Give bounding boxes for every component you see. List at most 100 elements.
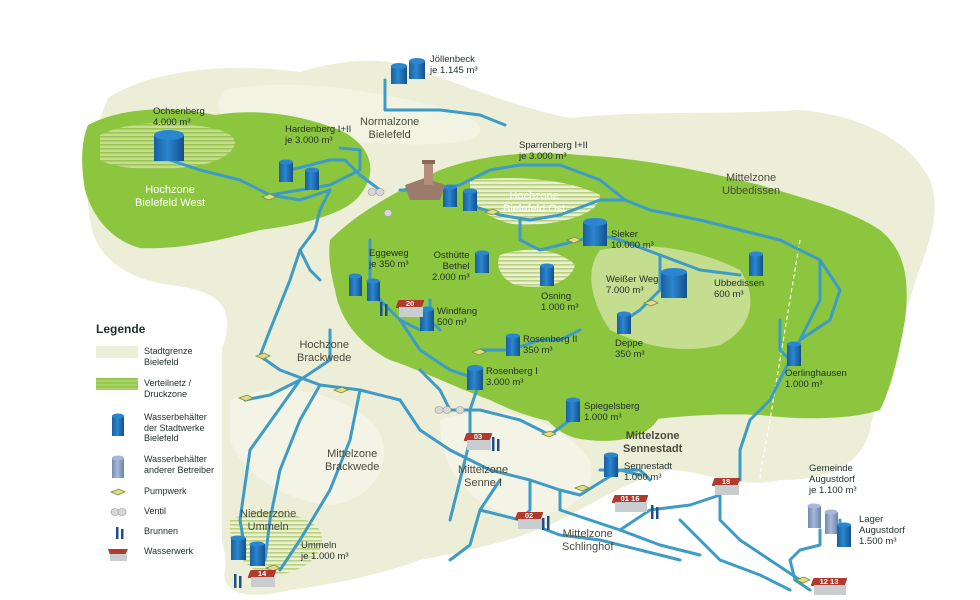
zone-mittelzone-sennestadt: Mittelzone Sennestadt xyxy=(623,430,683,455)
legend-title: Legende xyxy=(96,322,146,336)
label-hardenberg: Hardenberg I+II je 3.000 m³ xyxy=(285,124,352,146)
legend-item-reservoir: Wasserbehälter der Stadtwerke Bielefeld xyxy=(96,412,222,448)
legend-item-stadtgrenze: Stadtgrenze Bielefeld xyxy=(96,346,222,370)
label-augustdorf: Gemeinde Augustdorf je 1.100 m³ xyxy=(809,463,857,496)
reservoir-weisser-weg xyxy=(661,268,687,298)
label-deppe: Deppe 350 m³ xyxy=(615,338,645,360)
waterworks-icon xyxy=(108,549,128,561)
druckzonen xyxy=(82,109,907,575)
reservoir-rosenberg2 xyxy=(506,333,520,356)
label-osning: Osning 1.000 m³ xyxy=(541,291,579,313)
waterworks-01-16: 01 16 xyxy=(611,494,649,512)
pump-icon xyxy=(254,352,271,360)
zone-hochzone-west: Hochzone Bielefeld West xyxy=(135,184,206,209)
waterworks-03: 03 xyxy=(463,432,493,450)
waterworks-20: 20 xyxy=(395,299,425,317)
legend-item-pumpwerk: Pumpwerk xyxy=(96,486,222,502)
pump-icon xyxy=(237,394,254,402)
well-icon xyxy=(380,302,388,316)
label-oerlinghausen: Oerlinghausen 1.000 m³ xyxy=(785,368,847,390)
legend-item-wasserwerk: Wasserwerk xyxy=(96,546,222,564)
valve-icon xyxy=(434,406,452,414)
waterworks-02: 02 xyxy=(514,511,544,529)
reservoir-augustdorf xyxy=(807,503,838,534)
well-icon xyxy=(492,437,500,451)
label-sennestadt: Sennestadt 1.000 m³ xyxy=(624,461,673,483)
pump-icon xyxy=(642,299,659,307)
well-icon xyxy=(116,527,124,539)
label-ochsenberg: Ochsenberg 4.000 m³ xyxy=(153,106,205,128)
reservoir-ubbedissen xyxy=(749,251,763,276)
reservoir-ochsenberg xyxy=(154,130,184,161)
label-weisser-weg: Weißer Weg 7.000 m³ xyxy=(606,274,659,296)
pump-icon xyxy=(794,576,811,584)
legend-item-verteilnetz: Verteilnetz / Druckzone xyxy=(96,378,222,402)
label-joellenbeck: Jöllenbeck je 1.145 m³ xyxy=(430,54,478,76)
label-windfang: Windfang 500 m³ xyxy=(437,306,478,328)
pump-icon xyxy=(260,193,277,201)
valve-icon xyxy=(383,209,393,217)
zone-niederzone-ummeln: Niederzone Ummeln xyxy=(240,508,297,533)
label-osthuette: Osthütte Bethel 2.000 m³ xyxy=(432,250,470,283)
label-ubbedissen: Ubbedissen 600 m³ xyxy=(714,278,765,300)
pump-icon xyxy=(573,484,590,492)
label-sieker: Sieker 10.000 m³ xyxy=(611,229,654,251)
zone-mittelzone-senne: Mittelzone Senne I xyxy=(458,464,509,489)
reservoirs xyxy=(154,58,851,566)
sparrenburg-icon xyxy=(405,160,445,200)
zone-mittelzone-schlinghof: Mittelzone Schlinghof xyxy=(562,528,614,553)
pump-icon xyxy=(332,386,349,394)
well-icon xyxy=(542,516,550,530)
waterworks-12-13: 12 13 xyxy=(810,577,848,595)
reservoir-ummeln xyxy=(230,535,265,566)
brunnen xyxy=(234,302,659,588)
reservoir-sieker xyxy=(583,218,607,246)
reservoir-osning xyxy=(540,263,554,286)
zone-hochzone-brackwede: Hochzone Brackwede xyxy=(297,339,352,364)
label-lager-augustdorf: Lager Augustdorf 1.500 m³ xyxy=(859,514,905,547)
zone-mittelzone-ubbedissen: Mittelzone Ubbedissen xyxy=(722,172,781,197)
pumpwerke xyxy=(237,193,811,584)
reservoir-lager-augustdorf xyxy=(837,522,851,547)
reservoir-sparrenberg xyxy=(443,184,477,211)
pump-icon xyxy=(470,348,487,356)
reservoir-eggeweg xyxy=(348,273,380,301)
label-sparrenberg: Sparrenberg I+II je 3.000 m³ xyxy=(519,140,588,162)
label-rosenberg1: Rosenberg I 3.000 m³ xyxy=(486,366,538,388)
pump-icon xyxy=(540,430,557,438)
reservoir-sennestadt xyxy=(604,452,618,477)
zone-normalzone: Normalzone Bielefeld xyxy=(360,116,420,141)
valve-icon xyxy=(455,406,465,414)
legend-item-brunnen: Brunnen xyxy=(96,526,222,542)
reservoir-spiegelsberg xyxy=(566,397,580,422)
legend: Legende Stadtgrenze Bielefeld Verteilnet… xyxy=(88,316,222,578)
verteilnetz-swatch xyxy=(96,378,138,390)
zone-mittelzone-brackwede: Mittelzone Brackwede xyxy=(325,448,380,473)
reservoir-hardenberg xyxy=(279,159,319,190)
reservoir-windfang xyxy=(420,306,434,331)
legend-item-reservoir-other: Wasserbehälter anderer Betreiber xyxy=(96,454,222,480)
reservoir-osthuette xyxy=(475,250,489,273)
waterworks-18: 18 xyxy=(711,477,741,495)
legend-item-ventil: Ventil xyxy=(96,506,222,522)
reservoir-other-icon xyxy=(112,455,124,478)
label-spiegelsberg: Spiegelsberg 1.000 m³ xyxy=(584,401,640,423)
reservoir-icon xyxy=(112,413,124,436)
well-icon xyxy=(651,505,659,519)
valve-icon xyxy=(110,508,127,516)
pump-icon xyxy=(109,488,126,496)
reservoir-deppe xyxy=(617,311,631,334)
stadtgrenze-swatch xyxy=(96,346,138,358)
reservoir-rosenberg1 xyxy=(467,365,483,390)
zone-hochzone-ost: Hochzone Bielefeld Ost xyxy=(503,190,566,215)
label-ummeln: Ummeln je 1.000 m³ xyxy=(301,540,349,562)
well-icon xyxy=(234,574,242,588)
ventile xyxy=(367,188,465,414)
reservoir-oerlinghausen xyxy=(787,341,801,366)
pump-icon xyxy=(483,208,500,216)
label-eggeweg: Eggeweg je 350 m³ xyxy=(369,248,409,270)
waterworks-14: 14 xyxy=(247,569,277,587)
label-rosenberg2: Rosenberg II 350 m³ xyxy=(523,334,578,356)
verteilnetz xyxy=(168,78,842,592)
pump-icon xyxy=(565,236,582,244)
